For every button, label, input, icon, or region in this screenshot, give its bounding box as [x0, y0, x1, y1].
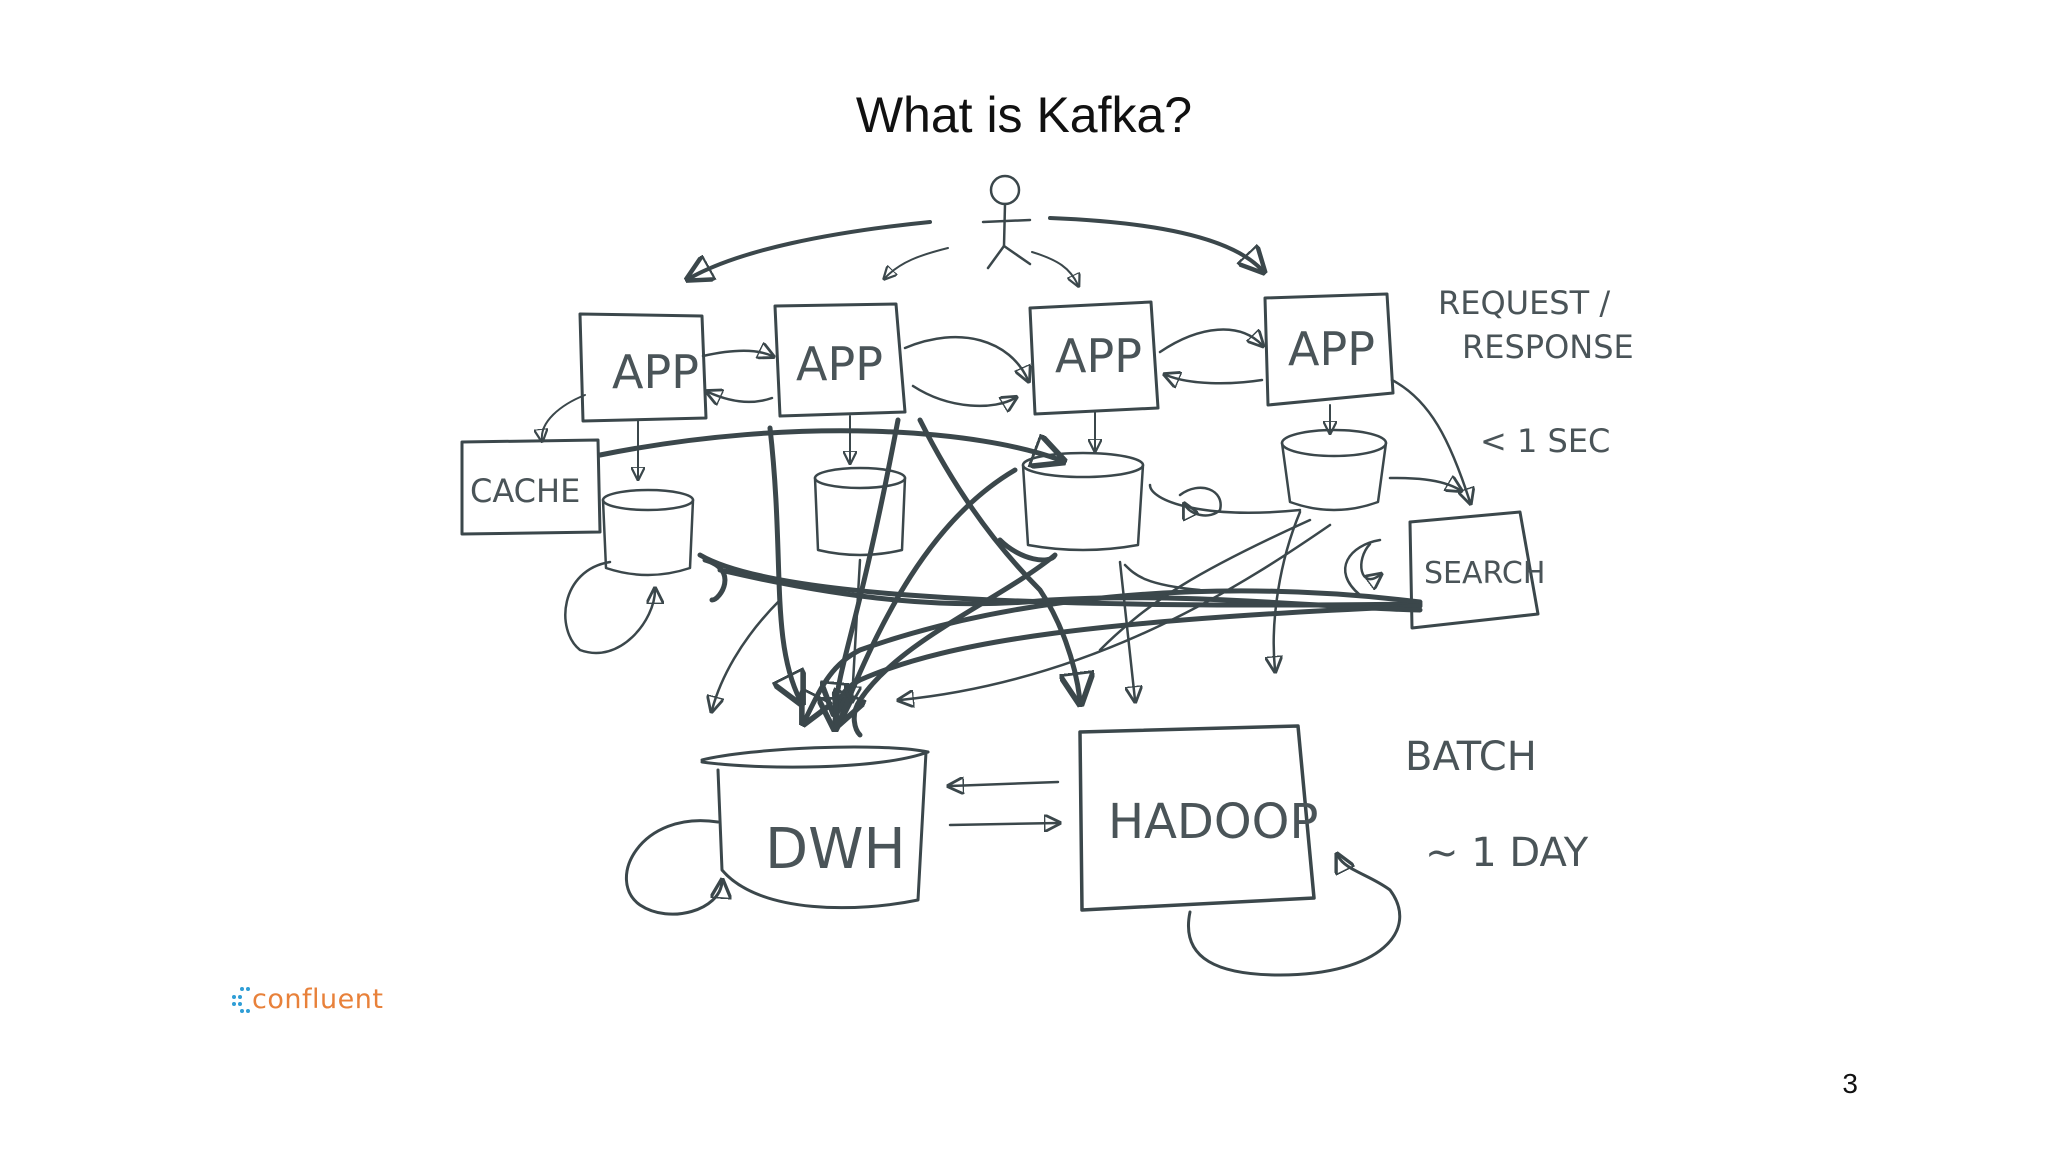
- confluent-dots-icon: [232, 986, 250, 1013]
- search-label: SEARCH: [1424, 556, 1545, 591]
- confluent-logo: confluent: [228, 984, 383, 1015]
- request-latency-note: < 1 SEC: [1480, 422, 1610, 460]
- logo-text: confluent: [252, 984, 384, 1015]
- app-box-4: [1263, 292, 1395, 407]
- app-label-4: APP: [1288, 322, 1375, 376]
- request-note-line2: RESPONSE: [1462, 328, 1634, 366]
- batch-latency-note: ~ 1 DAY: [1425, 830, 1589, 876]
- slide-title: What is Kafka?: [855, 87, 1193, 143]
- batch-note: BATCH: [1405, 734, 1537, 780]
- app-label-2: APP: [796, 337, 883, 391]
- dwh-label: DWH: [765, 817, 906, 882]
- app-database-cylinders: [601, 428, 1388, 577]
- app-to-app-arrows: [701, 328, 1470, 502]
- search-box: [1408, 510, 1540, 630]
- cache-label: CACHE: [470, 472, 580, 510]
- app-label-3: APP: [1055, 329, 1142, 383]
- app-label-1: APP: [612, 345, 699, 399]
- app-boxes: [578, 292, 1395, 423]
- batch-connections-thick: [597, 417, 1423, 738]
- page-number: 3: [1842, 1068, 1858, 1099]
- app-box-2: [773, 302, 907, 418]
- app-box-3: [1028, 300, 1160, 416]
- hadoop-box: [1078, 724, 1316, 912]
- cache-box: [460, 438, 602, 536]
- request-note-line1: REQUEST /: [1438, 284, 1610, 322]
- user-request-arrows: [690, 216, 1262, 278]
- user-icon: [981, 174, 1032, 270]
- sketch-labels: APP APP APP APP CACHE SEARCH DWH HADOOP …: [470, 284, 1634, 882]
- hadoop-label: HADOOP: [1108, 794, 1318, 850]
- app-box-1: [578, 312, 708, 423]
